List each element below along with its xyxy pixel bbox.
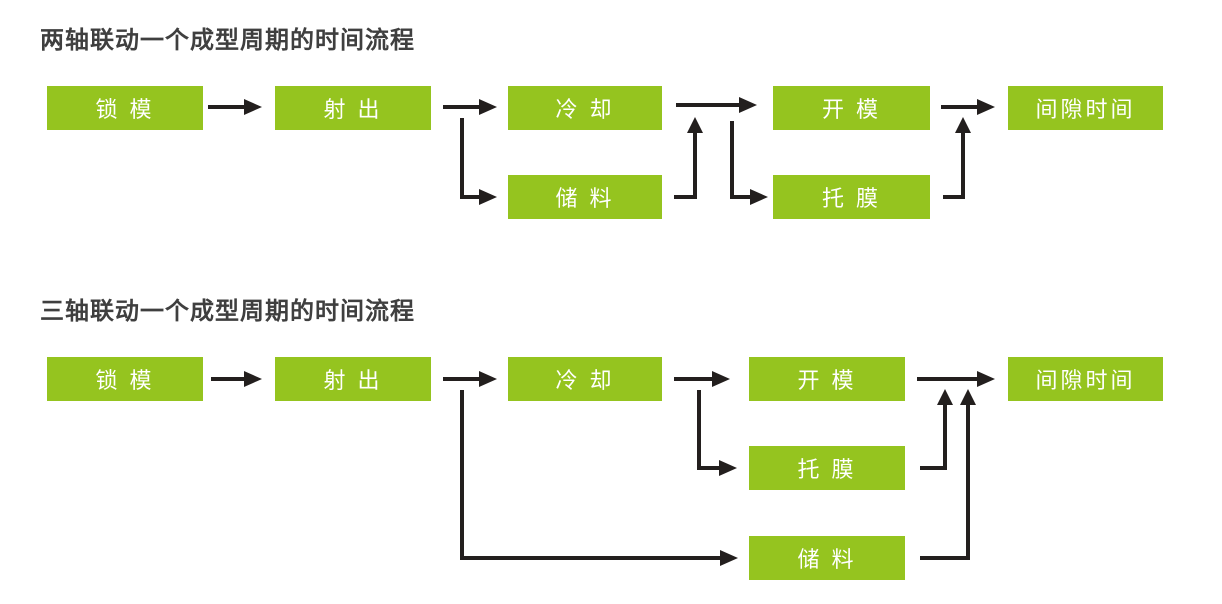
flow2-node-eject: 托 膜 — [749, 446, 905, 490]
flow2-arrow-inject-cool-shaft — [443, 377, 479, 381]
flow2-arrow-lock-inject-head-icon — [244, 371, 262, 387]
flow1-node-eject: 托 膜 — [773, 175, 930, 219]
flow2-arrow-branch-eject-hshaft — [697, 466, 719, 470]
flow2-arrow-open-gap-head-icon — [977, 371, 995, 387]
flow1-node-inject: 射 出 — [275, 86, 431, 130]
flow2-arrow-store-merge-head-icon — [960, 389, 976, 405]
flow2-node-lock: 锁 模 — [47, 357, 203, 401]
flow2-arrow-inject-store-head-icon — [720, 550, 738, 566]
flow2-arrow-cool-open-head-icon — [712, 371, 730, 387]
flow1-node-lock: 锁 模 — [47, 86, 203, 130]
flow2-arrow-open-gap-shaft — [917, 377, 977, 381]
flow1-arrow-store-merge-hshaft — [674, 195, 697, 199]
flow1-arrow-eject-merge-vshaft — [961, 133, 965, 199]
flow2-arrow-eject-merge-head-icon — [937, 389, 953, 405]
flow1-arrow-store-merge-head-icon — [687, 117, 703, 133]
flow2-arrow-eject-merge-vshaft — [943, 405, 947, 470]
flow1-title: 两轴联动一个成型周期的时间流程 — [40, 27, 415, 54]
flow2-arrow-inject-cool-head-icon — [479, 371, 497, 387]
flow2-arrow-store-merge-hshaft — [920, 556, 970, 560]
flow2-node-cool: 冷 却 — [508, 357, 662, 401]
flow1-arrow-eject-merge-hshaft — [943, 195, 965, 199]
flow1-arrow-inject-store-vshaft — [460, 118, 464, 199]
flow2-node-gap: 间隙时间 — [1008, 357, 1163, 401]
flow2-node-open: 开 模 — [749, 357, 905, 401]
flow1-arrow-store-merge-vshaft — [693, 133, 697, 199]
flow1-arrow-cool-open-head-icon — [739, 97, 757, 113]
flow2-arrow-branch-eject-head-icon — [719, 460, 737, 476]
flow1-arrow-lock-inject-shaft — [208, 105, 244, 109]
flow1-arrow-branch-eject-vshaft — [730, 121, 734, 199]
flow2-arrow-inject-store-vshaft — [460, 390, 464, 560]
flow2-arrow-eject-merge-hshaft — [920, 466, 947, 470]
flow2-arrow-cool-open-shaft — [674, 377, 712, 381]
flow1-arrow-lock-inject-head-icon — [244, 99, 262, 115]
flow2-arrow-lock-inject-shaft — [211, 377, 244, 381]
flow2-title: 三轴联动一个成型周期的时间流程 — [40, 298, 415, 325]
flow1-node-store: 储 料 — [508, 175, 662, 219]
flow1-node-gap: 间隙时间 — [1008, 86, 1163, 130]
flow2-node-inject: 射 出 — [275, 357, 431, 401]
flow1-arrow-inject-store-head-icon — [479, 189, 497, 205]
flow1-arrow-open-gap-head-icon — [977, 99, 995, 115]
flow1-arrow-branch-eject-head-icon — [750, 189, 768, 205]
flow1-arrow-inject-cool-head-icon — [479, 99, 497, 115]
flow1-arrow-cool-open-shaft — [676, 103, 739, 107]
flow2-node-store: 储 料 — [749, 536, 905, 580]
flow2-arrow-branch-eject-vshaft — [697, 390, 701, 470]
flow1-arrow-open-gap-shaft — [941, 105, 977, 109]
flow1-node-open: 开 模 — [773, 86, 930, 130]
flow2-arrow-store-merge-vshaft — [966, 405, 970, 560]
flow1-arrow-eject-merge-head-icon — [955, 117, 971, 133]
flow1-node-cool: 冷 却 — [508, 86, 662, 130]
flow1-arrow-branch-eject-hshaft — [730, 195, 750, 199]
flow2-arrow-inject-store-hshaft — [460, 556, 720, 560]
flow1-arrow-inject-cool-shaft — [443, 105, 479, 109]
flow1-arrow-inject-store-hshaft — [460, 195, 479, 199]
